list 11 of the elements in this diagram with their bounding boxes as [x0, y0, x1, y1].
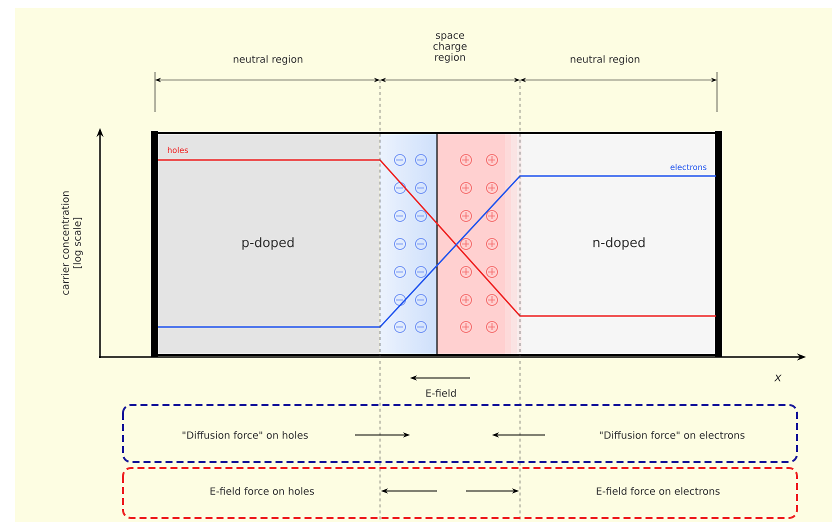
force-box [122, 404, 798, 463]
force-label: "Diffusion force" on electrons [600, 431, 745, 439]
axis-label: x [774, 374, 782, 382]
region-label: neutral region [234, 55, 302, 65]
region-label: neutral region [570, 55, 640, 65]
force-label: E-field force on holes [210, 487, 314, 495]
axis-label: carrier concentration [log scale] [61, 191, 83, 295]
force-label: E-field force on electrons [596, 487, 720, 495]
force-label: "Diffusion force" on holes [182, 431, 308, 439]
region-label: space charge region [433, 33, 467, 63]
force-box [122, 467, 798, 519]
